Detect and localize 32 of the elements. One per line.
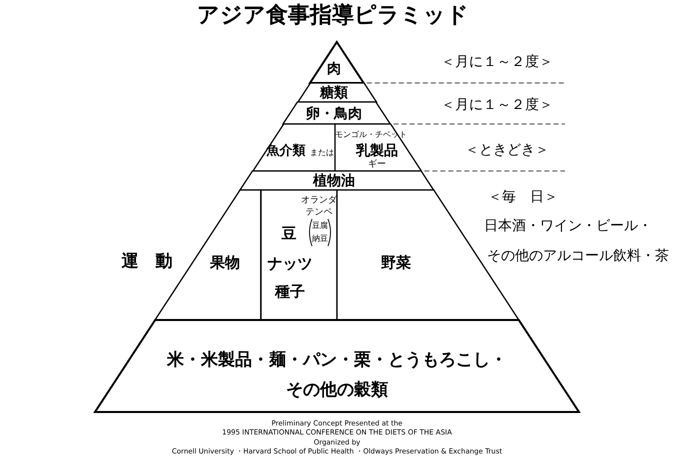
frequency-label: ＜ときどき＞ [465,143,549,157]
food-label: または [310,149,334,157]
food-label: 植物油 [312,174,355,188]
food-label: 納豆 [312,235,328,243]
food-label: 種子 [275,284,305,300]
food-label: 果物 [210,256,240,270]
food-label: ナッツ [268,256,312,272]
title: アジア食事指導ピラミッド [197,5,469,27]
pyramid-tier [335,124,422,171]
food-label: ギー [368,160,386,170]
food-label: 豆腐 [312,222,328,230]
pyramid-tier [155,190,261,320]
food-label: 豆 [282,226,296,242]
food-label: 肉 [326,62,341,76]
frequency-label: ＜月に１～２度＞ [441,98,553,112]
food-label: テンペ [306,208,332,218]
food-label: 卵・鳥肉 [306,107,362,121]
pyramid-tier [283,102,391,124]
food-label: 乳製品 [356,144,398,158]
food-label: 米・米製品・麺・パン・栗・とうもろこし・その他の穀類 [166,349,508,402]
food-label: 野菜 [381,256,411,270]
frequency-label: ＜月に１～２度＞ [441,55,553,69]
food-label: 糖類 [320,86,348,100]
frequency-label: ＜毎 日＞ [488,190,558,204]
pyramid-tier [298,83,376,102]
frequency-label: その他のアルコール飲料・茶 [487,249,669,263]
frequency-label: 日本酒・ワイン・ビール・ [484,219,652,233]
pyramid-tier [261,190,337,320]
food-label: オランダ [301,196,337,206]
side-label: 運 動 [122,254,172,270]
pyramid-tier [252,124,335,171]
pyramid-tier [240,171,434,190]
